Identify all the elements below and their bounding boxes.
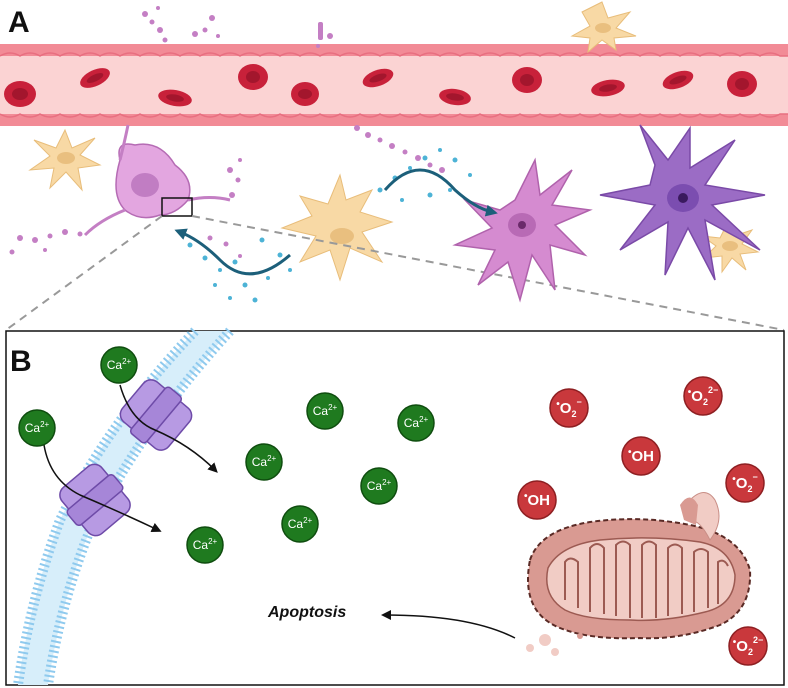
red-blood-cell	[291, 82, 319, 106]
red-blood-cell	[80, 68, 110, 88]
calcium-ion: Ca2+	[397, 404, 435, 442]
red-blood-cell	[4, 81, 36, 107]
apoptosis-label: Apoptosis	[267, 604, 346, 621]
cell-debris	[9, 6, 445, 258]
astrocyte-top-right	[570, 1, 637, 54]
svg-text:Ca2+: Ca2+	[288, 516, 313, 531]
red-blood-cell	[512, 67, 542, 93]
astrocyte-top-left	[28, 128, 102, 192]
red-blood-cell	[439, 88, 471, 106]
calcium-ion: Ca2+	[245, 443, 283, 481]
reactive-oxygen-species: •O2− •O22− •OH •OH •O2− •O22−	[517, 376, 768, 666]
red-blood-cell	[727, 71, 757, 97]
calcium-channel-lower	[59, 463, 131, 537]
microglia-center	[452, 157, 593, 303]
svg-text:•O22−: •O22−	[688, 385, 718, 407]
red-blood-cell	[362, 68, 394, 88]
red-blood-cell	[238, 64, 268, 90]
red-blood-cell	[591, 79, 625, 97]
apoptosis-arrow	[381, 610, 516, 639]
calcium-ion: Ca2+	[306, 392, 344, 430]
panel-b-label: B	[10, 345, 32, 378]
blood-vessel	[0, 44, 788, 126]
hydroxyl-radical: •OH	[517, 480, 557, 520]
peroxide-ion: •O22−	[728, 626, 768, 666]
calcium-ion: Ca2+	[281, 505, 319, 543]
calcium-influx-arrow-upper	[119, 384, 218, 473]
svg-text:•O22−: •O22−	[733, 635, 763, 657]
peroxide-ion: •O22−	[683, 376, 723, 416]
zoom-box	[161, 197, 193, 217]
svg-text:Ca2+: Ca2+	[367, 478, 392, 493]
svg-text:Ca2+: Ca2+	[313, 403, 338, 418]
svg-text:Ca2+: Ca2+	[404, 415, 429, 430]
svg-text:•OH: •OH	[628, 447, 654, 465]
calcium-ion: Ca2+	[360, 467, 398, 505]
release-arrow-left	[174, 228, 291, 276]
svg-text:Ca2+: Ca2+	[25, 420, 50, 435]
release-arrow-right	[383, 168, 498, 217]
hydroxyl-radical: •OH	[621, 436, 661, 476]
superoxide-ion: •O2−	[725, 463, 765, 503]
svg-text:•OH: •OH	[524, 491, 550, 509]
released-particles	[187, 148, 472, 303]
calcium-ion: Ca2+	[186, 526, 224, 564]
microglia-left	[83, 124, 231, 237]
red-blood-cell	[662, 70, 694, 90]
red-blood-cells	[4, 64, 757, 107]
svg-text:•O2−: •O2−	[732, 472, 757, 494]
svg-text:Ca2+: Ca2+	[193, 537, 218, 552]
calcium-ion: Ca2+	[100, 346, 138, 384]
neuron-right	[599, 124, 766, 281]
calcium-ions: Ca2+ Ca2+ Ca2+ Ca2+ Ca2+ Ca2+ Ca2+ Ca2+	[18, 346, 435, 564]
damaged-mitochondrion	[526, 492, 752, 656]
superoxide-ion: •O2−	[549, 388, 589, 428]
red-blood-cell	[158, 89, 192, 107]
panel-a-label: A	[8, 6, 30, 39]
calcium-influx-arrow-lower	[43, 444, 162, 532]
calcium-ion: Ca2+	[18, 409, 56, 447]
svg-text:Ca2+: Ca2+	[252, 454, 277, 469]
calcium-channel-upper	[119, 379, 193, 451]
zoom-line-left	[5, 215, 163, 331]
svg-text:Ca2+: Ca2+	[107, 357, 132, 372]
svg-text:•O2−: •O2−	[556, 397, 581, 419]
astrocyte-center	[280, 173, 394, 282]
